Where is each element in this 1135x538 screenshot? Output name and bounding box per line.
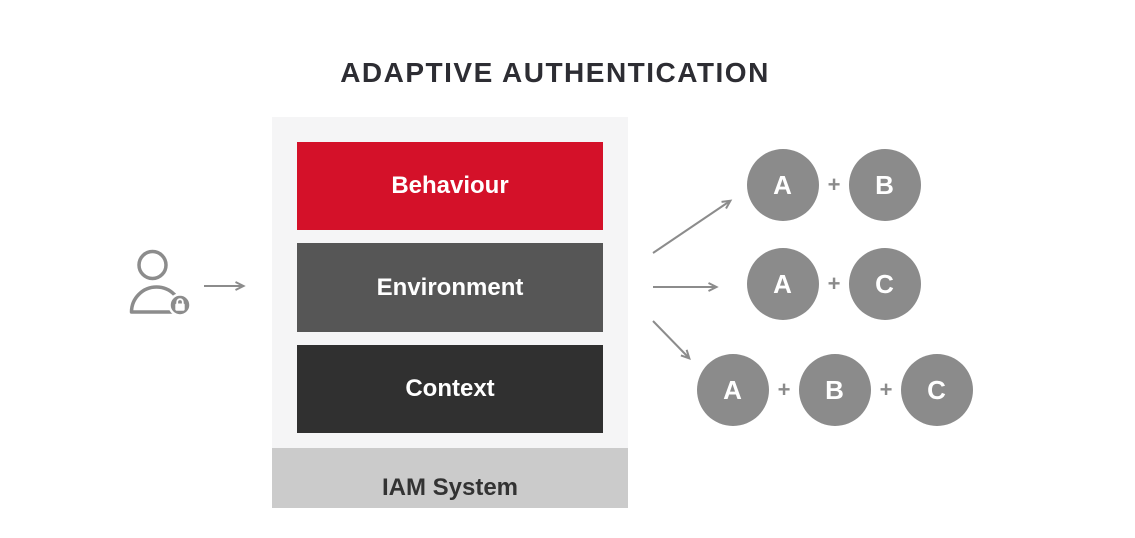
factor-circle-b: B xyxy=(799,354,871,426)
factor-circle-a: A xyxy=(697,354,769,426)
combo-row-abc: A + B + C xyxy=(697,354,973,426)
iam-system-label-bar: IAM System xyxy=(272,448,628,508)
user-lock-icon xyxy=(129,249,192,317)
plus-sign: + xyxy=(879,377,893,402)
plus-sign: + xyxy=(827,172,841,197)
iam-system-panel: Behaviour Environment Context IAM System xyxy=(272,117,628,508)
plus-sign: + xyxy=(827,271,841,296)
factor-circle-a: A xyxy=(747,248,819,320)
factor-circle-b: B xyxy=(849,149,921,221)
plus-sign: + xyxy=(777,377,791,402)
page-title: ADAPTIVE AUTHENTICATION xyxy=(340,57,770,88)
arrow-to-combo-abc xyxy=(652,320,691,360)
combo-row-ab: A + B xyxy=(747,149,921,221)
arrow-to-combo-ab xyxy=(652,199,733,254)
factor-circle-a: A xyxy=(747,149,819,221)
layer-behaviour: Behaviour xyxy=(297,142,603,230)
layer-context: Context xyxy=(297,345,603,433)
layer-environment: Environment xyxy=(297,243,603,332)
factor-circle-c: C xyxy=(849,248,921,320)
factor-circle-c: C xyxy=(901,354,973,426)
combo-row-ac: A + C xyxy=(747,248,921,320)
